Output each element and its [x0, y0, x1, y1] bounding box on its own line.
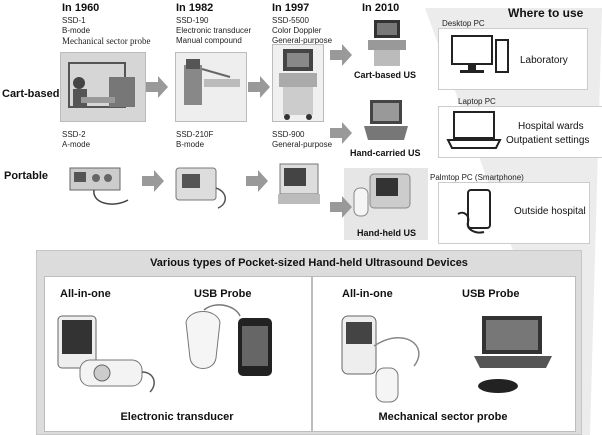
arrow-cart-3 [330, 44, 352, 66]
cart-based-us-photo [360, 18, 412, 70]
electronic-usb-probe-photo [185, 304, 272, 376]
year-1960: In 1960 [62, 2, 100, 14]
electronic-all-in-one-photo [57, 315, 155, 393]
portable-device-2-caption: SSD-210F B-mode [176, 130, 214, 149]
ssd-900-photo [274, 158, 324, 212]
ssd-5500-photo [272, 44, 324, 122]
laptop-pc-label: Laptop PC [458, 97, 496, 106]
place-outside-hospital: Outside hospital [514, 206, 586, 217]
desktop-pc-label: Desktop PC [442, 19, 485, 28]
ssd-1-photo [60, 52, 146, 122]
cart-device-3-caption: SSD-5500 Color Doppler General-purpose [272, 16, 333, 45]
mechanical-usb-probe-photo [474, 316, 552, 393]
right-all-in-one-label: All-in-one [342, 288, 393, 300]
ssd-2-photo [64, 160, 134, 212]
row-label-portable: Portable [4, 170, 49, 182]
ssd-190-photo [175, 52, 247, 122]
year-1982: In 1982 [176, 2, 214, 14]
ssd-210f-photo [170, 158, 236, 212]
electronic-transducer-caption: Electronic transducer [120, 411, 234, 423]
laptop-pc-box [438, 106, 602, 158]
hand-held-us-label: Hand-held US [357, 228, 417, 238]
arrow-carried [330, 122, 352, 144]
place-laboratory: Laboratory [520, 55, 568, 66]
mechanical-sector-caption: Mechanical sector probe [378, 411, 508, 423]
laptop-pc-icon [446, 111, 502, 149]
hand-held-us-area [344, 168, 428, 240]
arrow-portable-2 [246, 170, 268, 192]
palmtop-pc-label: Palmtop PC (Smartphone) [430, 173, 524, 182]
year-2010: In 2010 [362, 2, 400, 14]
portable-device-3-caption: SSD-900 General-purpose [272, 130, 333, 149]
arrow-held [330, 196, 352, 218]
arrow-portable-1 [142, 170, 164, 192]
left-all-in-one-label: All-in-one [60, 288, 111, 300]
hand-carried-us-photo [362, 98, 410, 144]
where-to-use-heading: Where to use [508, 6, 584, 20]
cart-based-us-label: Cart-based US [354, 70, 417, 80]
arrow-cart-2 [248, 76, 270, 98]
cart-device-2-caption: SSD-190 Electronic transducer Manual com… [176, 16, 252, 45]
place-outpatient: Outpatient settings [506, 135, 590, 146]
mechanical-all-in-one-photo [341, 315, 420, 403]
desktop-pc-icon [451, 35, 509, 73]
arrow-cart-1 [146, 76, 168, 98]
row-label-cart: Cart-based [2, 88, 60, 100]
year-1997: In 1997 [272, 2, 310, 14]
cart-device-1-caption: SSD-1 B-mode Mechanical sector probe [62, 16, 151, 46]
portable-device-1-caption: SSD-2 A-mode [62, 130, 91, 149]
smartphone-icon [457, 189, 491, 234]
left-usb-probe-label: USB Probe [194, 288, 252, 300]
pocket-devices-title: Various types of Pocket-sized Hand-held … [150, 257, 468, 269]
right-usb-probe-label: USB Probe [462, 288, 520, 300]
desktop-pc-box [438, 28, 588, 90]
place-hospital-wards: Hospital wards [518, 121, 584, 132]
hand-carried-us-label: Hand-carried US [350, 148, 421, 158]
